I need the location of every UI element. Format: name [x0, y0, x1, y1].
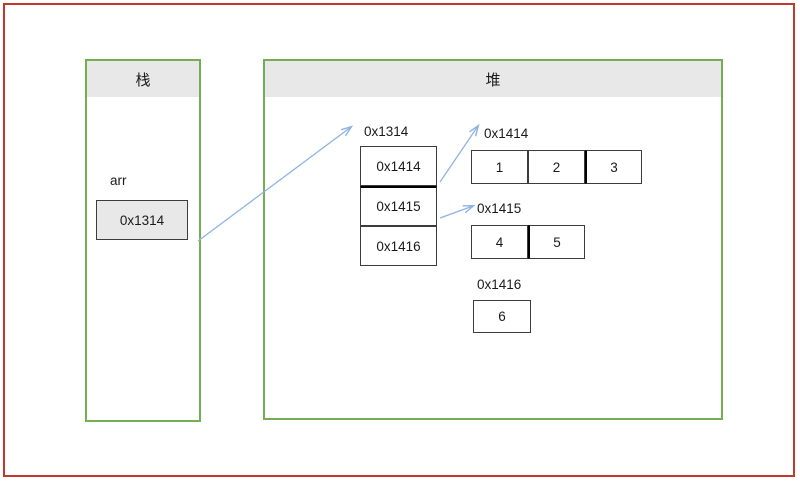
pointer-array-label: 0x1314: [364, 124, 409, 139]
heap-value-0-2: 3: [585, 150, 642, 184]
heap-row-label-2: 0x1416: [477, 277, 522, 292]
stack-variable-label: arr: [110, 173, 127, 188]
outer-red-frame: [3, 3, 795, 477]
pointer-cell-2: 0x1416: [360, 226, 437, 266]
heap-value-0-0: 1: [471, 150, 528, 184]
heap-value-1-0: 4: [471, 225, 528, 259]
stack-title: 栈: [135, 71, 151, 89]
stack-panel-header: 栈: [87, 61, 199, 97]
heap-panel-header: 堆: [265, 61, 721, 97]
heap-row-label-1: 0x1415: [477, 201, 522, 216]
heap-value-1-1: 5: [528, 225, 585, 259]
heap-value-2-0: 6: [473, 300, 531, 333]
stack-variable-value-box: 0x1314: [96, 200, 188, 240]
heap-row-label-0: 0x1414: [484, 126, 529, 141]
pointer-cell-1: 0x1415: [360, 186, 437, 226]
stack-panel: 栈: [85, 59, 201, 422]
pointer-cell-0: 0x1414: [360, 146, 437, 186]
heap-value-0-1: 2: [528, 150, 585, 184]
heap-title: 堆: [485, 71, 501, 89]
